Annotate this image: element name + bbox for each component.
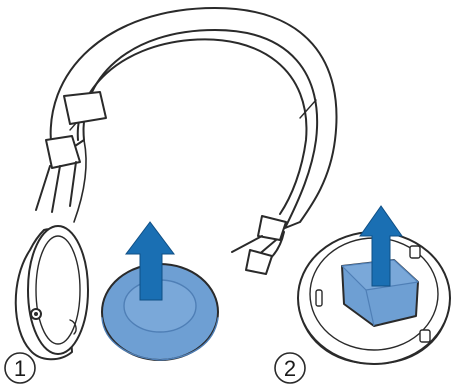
step-2-label: 2	[284, 356, 296, 381]
clip-top	[410, 246, 420, 258]
left-fork	[36, 162, 76, 212]
ear-cup-face	[36, 236, 80, 344]
step-1-marker: 1	[5, 353, 35, 383]
headphone-illustration	[16, 8, 337, 360]
step-1-label: 1	[14, 356, 26, 381]
right-slider	[246, 250, 272, 274]
clip-left	[316, 290, 322, 306]
clip-right	[420, 330, 430, 342]
headband-stitch	[70, 96, 316, 130]
left-slider	[64, 92, 106, 124]
step-2-marker: 2	[275, 353, 305, 383]
